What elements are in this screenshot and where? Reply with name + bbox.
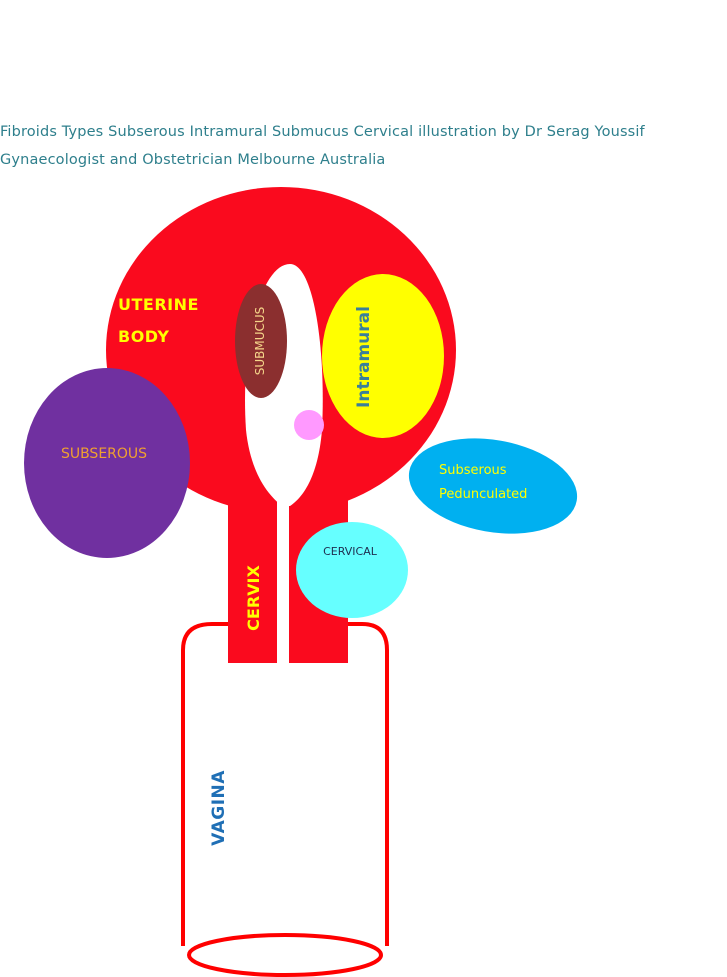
subserous-shape [24, 368, 190, 558]
cervical-shape [296, 522, 408, 618]
submucus-shape [235, 284, 287, 398]
vagina-label: VAGINA [209, 770, 229, 846]
submucus-label: SUBMUCUS [253, 307, 267, 376]
small-pink-fibroid [294, 410, 324, 440]
vagina-opening [187, 933, 383, 977]
subserous-label: SUBSEROUS [61, 446, 147, 462]
intramural-shape [322, 274, 444, 438]
caption: Fibroids Types Subserous Intramural Subm… [0, 118, 727, 174]
cervical-label: CERVICAL [323, 545, 378, 558]
cervical-fibroid: CERVICAL [296, 522, 408, 618]
intramural-fibroid: Intramural [322, 274, 444, 438]
cervical-canal [277, 500, 289, 670]
intramural-label: Intramural [354, 306, 374, 408]
uterine-body-label-line-2: BODY [118, 327, 170, 346]
submucus-fibroid: SUBMUCUS [235, 284, 287, 398]
pedunculated-label-line-2: Pedunculated [439, 487, 527, 502]
pedunculated-fibroid: Subserous Pedunculated [408, 438, 578, 534]
uterine-body-label-line-1: UTERINE [118, 295, 199, 314]
caption-line-1: Fibroids Types Subserous Intramural Subm… [0, 124, 645, 140]
pedunculated-shape [408, 438, 578, 534]
cervix-label: CERVIX [244, 565, 263, 631]
subserous-fibroid: SUBSEROUS [24, 368, 190, 558]
caption-line-2: Gynaecologist and Obstetrician Melbourne… [0, 152, 386, 168]
pedunculated-label-line-1: Subserous [439, 463, 507, 478]
